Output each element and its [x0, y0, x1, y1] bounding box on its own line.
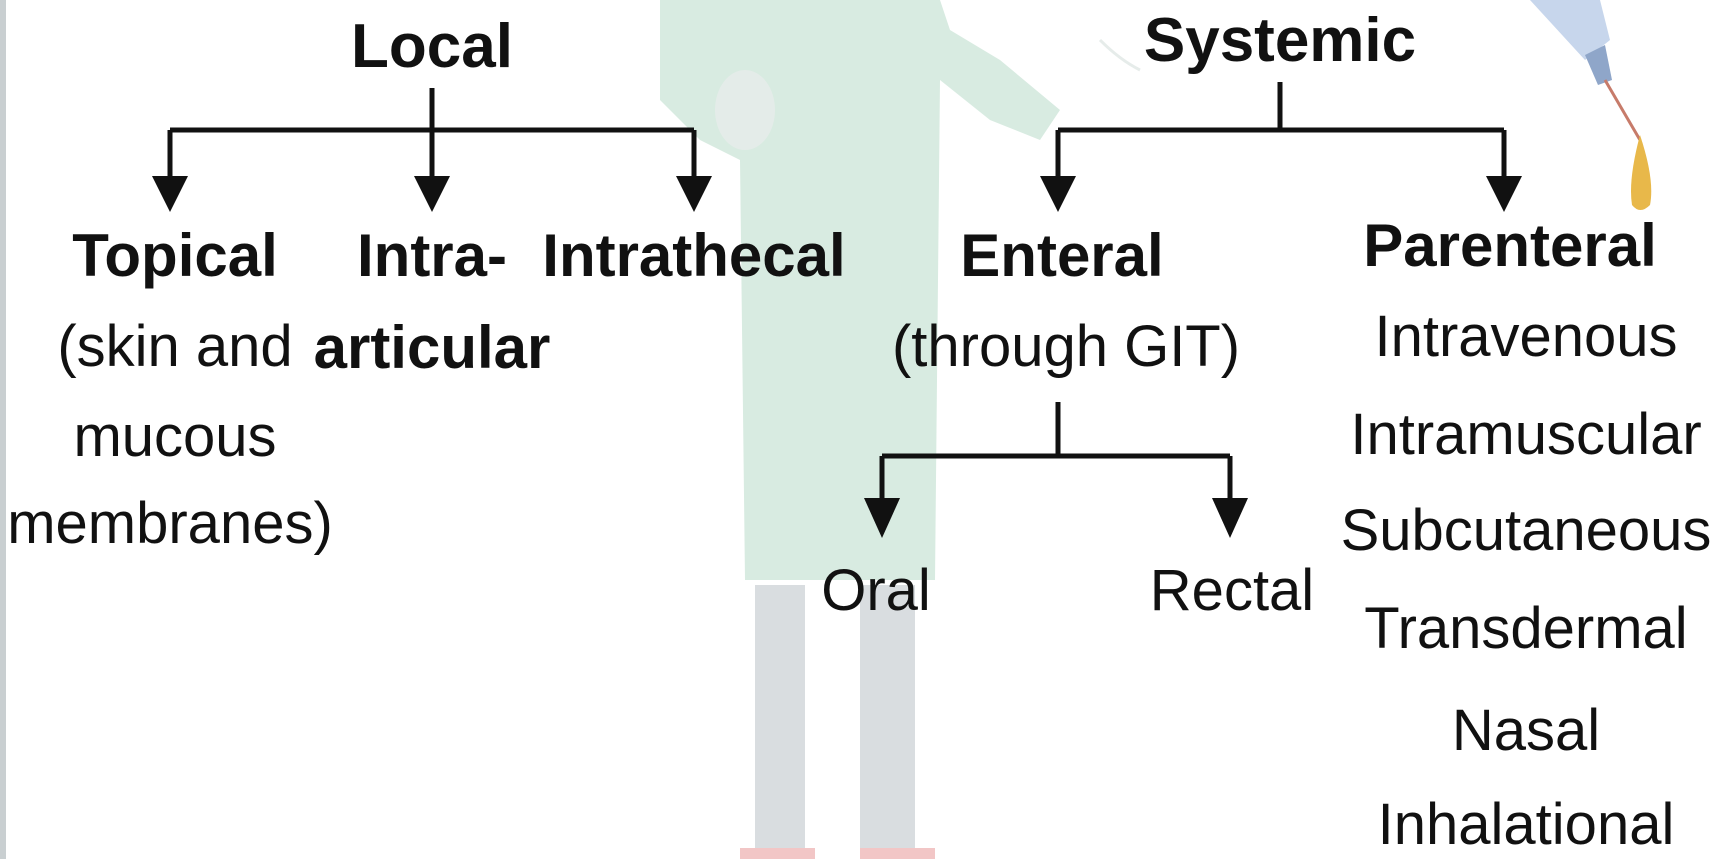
arrow-enteral: [1040, 176, 1076, 212]
arrow-intra-articular: [414, 176, 450, 212]
arrow-parenteral: [1486, 176, 1522, 212]
rectal-label: Rectal: [1150, 562, 1314, 620]
parenteral-item: Intravenous: [1374, 308, 1677, 366]
parenteral-item: Nasal: [1452, 702, 1600, 760]
intra-articular-label-line-1: Intra-: [357, 226, 507, 286]
systemic-heading: Systemic: [1144, 10, 1416, 72]
intrathecal-label: Intrathecal: [542, 226, 845, 286]
topical-detail-line-2: mucous: [73, 408, 276, 466]
arrow-oral: [864, 498, 900, 538]
topical-detail-line-3: membranes): [7, 495, 333, 553]
local-heading: Local: [351, 16, 513, 78]
parenteral-item: Transdermal: [1364, 600, 1687, 658]
topical-label: Topical: [72, 226, 278, 286]
parenteral-item: Subcutaneous: [1341, 502, 1712, 560]
arrow-rectal: [1212, 498, 1248, 538]
parenteral-item: Inhalational: [1378, 796, 1675, 854]
arrow-topical: [152, 176, 188, 212]
oral-label: Oral: [821, 562, 931, 620]
parenteral-item: Intramuscular: [1350, 406, 1701, 464]
parenteral-label: Parenteral: [1363, 216, 1657, 276]
intra-articular-label-line-2: articular: [314, 318, 551, 378]
enteral-label: Enteral: [960, 226, 1163, 286]
enteral-subtitle: (through GIT): [892, 318, 1240, 376]
topical-detail-line-1: (skin and: [57, 318, 292, 376]
arrow-intrathecal: [676, 176, 712, 212]
